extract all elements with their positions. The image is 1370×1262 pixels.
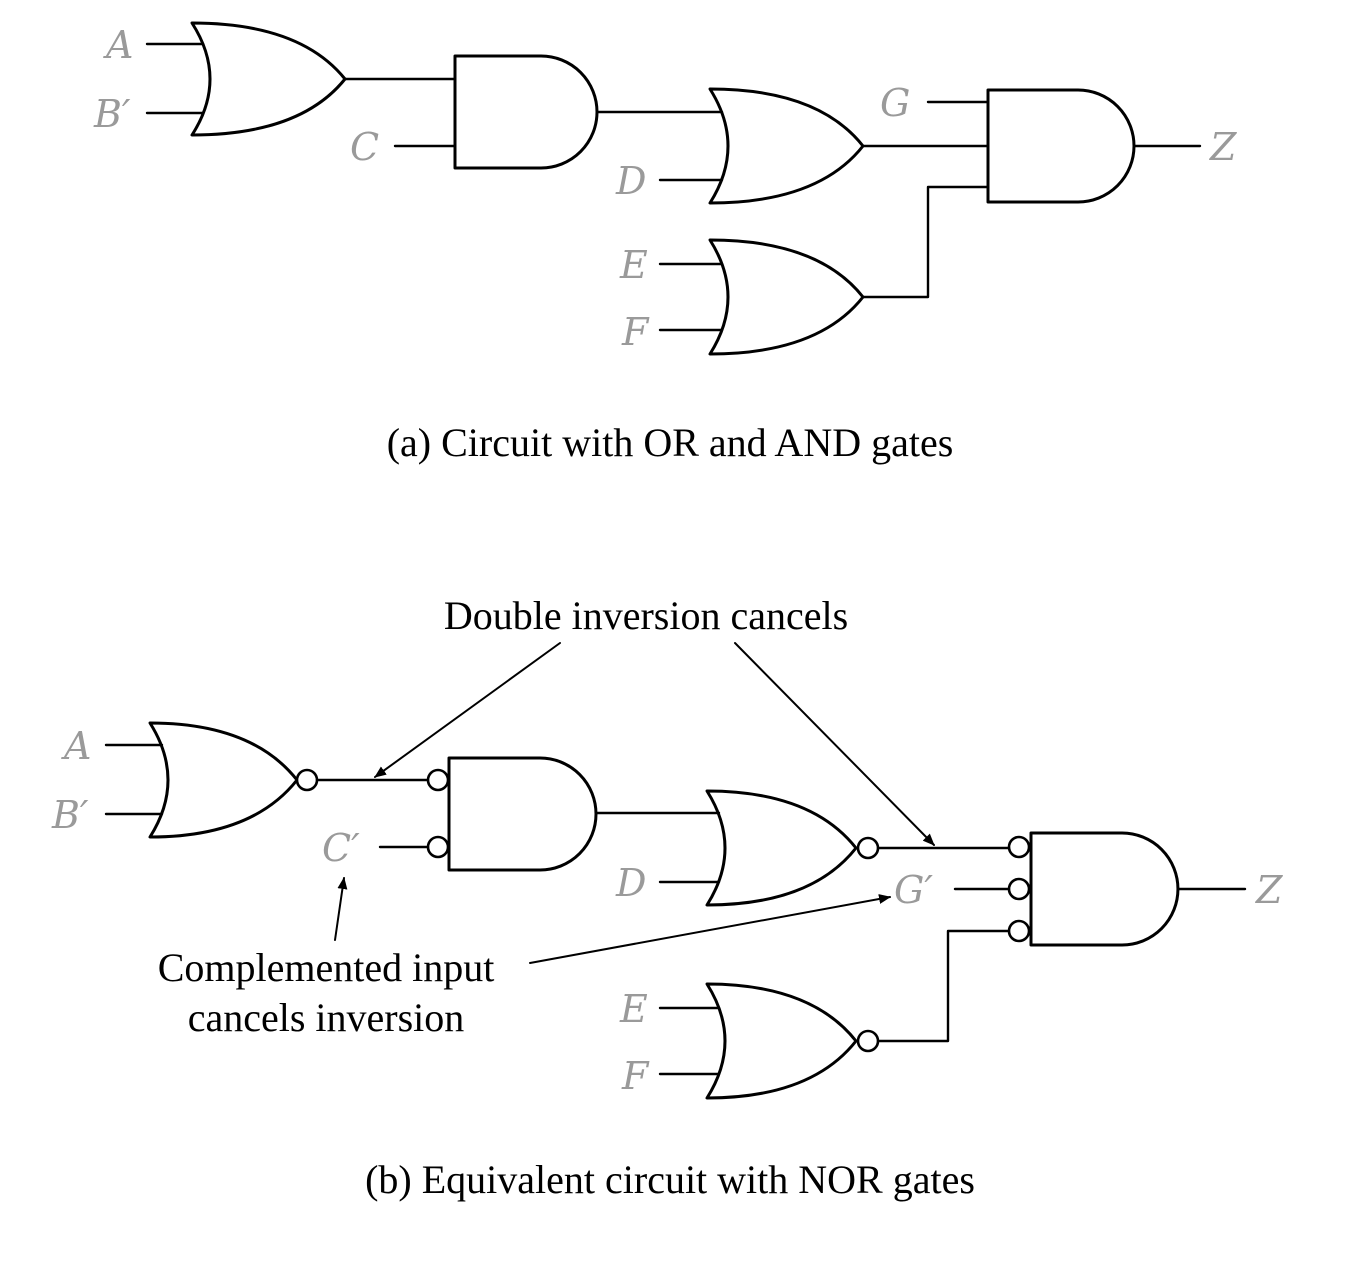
caption-a: (a) Circuit with OR and AND gates: [387, 420, 954, 465]
annotation-arrows: [334, 642, 935, 964]
or-gate-1: [190, 21, 347, 137]
nor-gate-1: [148, 721, 299, 839]
and-gate-3: [447, 756, 598, 872]
annotation-complemented-line1: Complemented input: [158, 945, 495, 990]
arrow-complemented-g: [529, 894, 891, 964]
label-e: E: [619, 243, 648, 287]
wires-b: [104, 743, 1247, 1076]
label-a: A: [61, 724, 91, 768]
and-gate-2: [986, 88, 1136, 204]
label-c: C: [350, 125, 379, 169]
and-gate-1: [453, 54, 599, 170]
inversion-bubble: [295, 768, 319, 792]
annotation-double-inversion: Double inversion cancels: [444, 593, 848, 638]
inversion-bubble: [1007, 919, 1031, 943]
inversion-bubble: [856, 1029, 880, 1053]
inversion-bubble: [426, 835, 450, 859]
label-e: E: [619, 987, 648, 1031]
caption-b: (b) Equivalent circuit with NOR gates: [365, 1157, 975, 1202]
wires-a: [145, 42, 1202, 332]
label-z: Z: [1255, 868, 1283, 912]
label-z: Z: [1209, 125, 1237, 169]
label-g-prime: G′: [894, 868, 933, 912]
inversion-bubble: [1007, 835, 1031, 859]
and-gate-4: [1029, 831, 1180, 947]
label-d: D: [615, 861, 646, 905]
arrow-double-inversion-right: [734, 642, 935, 846]
arrow-complemented-c: [334, 877, 348, 941]
inversion-bubble: [426, 768, 450, 792]
inversion-bubble: [856, 836, 880, 860]
nor-gate-3: [705, 982, 858, 1100]
label-b-prime: B′: [51, 793, 89, 837]
or-gate-3: [708, 238, 865, 356]
label-g: G: [880, 81, 910, 125]
nor-gate-2: [705, 789, 858, 907]
inversion-bubble: [1007, 877, 1031, 901]
circuit-a: A B′ C D E F G Z (a) Circuit with OR and…: [93, 21, 1237, 465]
label-b-prime: B′: [93, 92, 131, 136]
annotation-complemented-line2: cancels inversion: [188, 995, 465, 1040]
label-a: A: [103, 23, 133, 67]
circuit-b: A B′ C′ D G′ E F Z Double inversion canc…: [51, 593, 1283, 1202]
arrow-double-inversion-left: [374, 642, 561, 778]
label-f: F: [621, 1054, 650, 1098]
label-d: D: [615, 159, 646, 203]
label-c-prime: C′: [322, 826, 360, 870]
label-f: F: [621, 310, 650, 354]
or-gate-2: [708, 87, 865, 205]
